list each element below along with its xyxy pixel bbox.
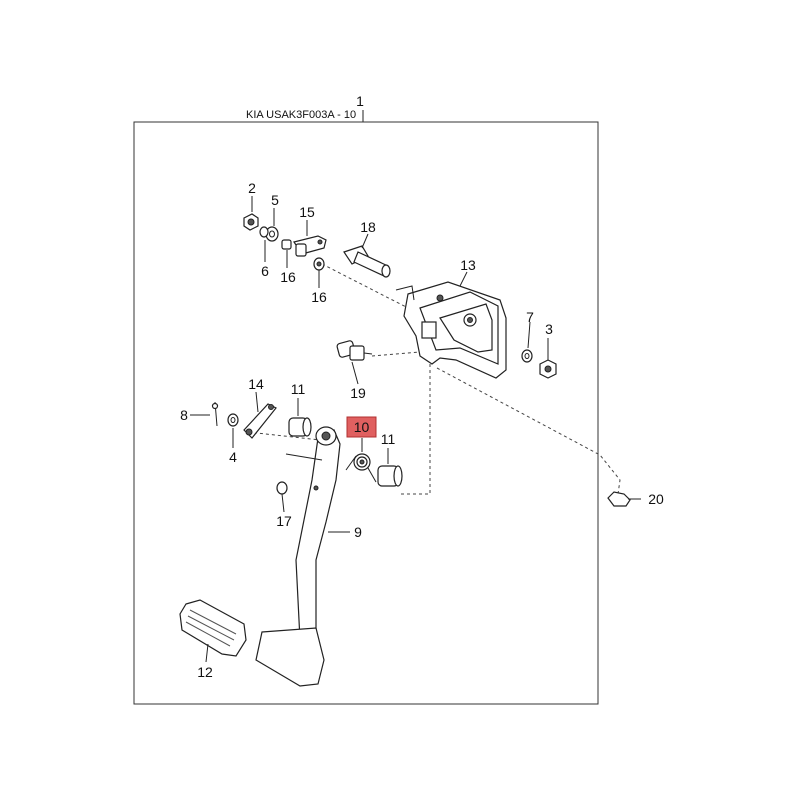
pedal-arm-9 [255,426,341,687]
callout-3: 3 [545,321,553,337]
callout-10: 10 [354,419,370,435]
callout-9: 9 [354,524,362,540]
bushing-16a [281,239,292,250]
callout-7: 7 [526,309,534,325]
bushing-6 [259,226,269,238]
callout-16: 16 [280,269,296,285]
leader-lines [190,196,641,663]
pivot-bolt-18 [343,245,391,278]
assembly-guide-line [247,431,321,441]
clip-20 [607,491,631,507]
assembly-guide-line [321,263,413,311]
washer-4 [227,413,239,427]
callout-6: 6 [261,263,269,279]
washer-5 [265,226,279,242]
bushing-11b [377,465,403,487]
link-plate-14 [243,403,277,439]
callout-17: 17 [276,513,292,529]
callout-2: 2 [248,180,256,196]
pedal-pad-12 [179,599,247,657]
diagram-caption: KIA USAK3F003A - 10 [246,109,356,121]
return-spring-10 [345,453,377,483]
callout-20: 20 [648,491,664,507]
callout-16: 16 [311,289,327,305]
callout-10-highlight: 10 [346,416,377,438]
callout-18: 18 [360,219,376,235]
nut-3 [539,359,557,379]
callout-11: 11 [381,431,396,447]
bushing-16b [313,257,325,271]
callout-4: 4 [229,449,237,465]
pedal-bracket-13 [395,281,507,379]
callout-13: 13 [460,257,476,273]
assembly-number: 1 [356,93,364,109]
clevis-pin-8 [211,401,219,427]
stopper-17 [276,481,288,495]
callout-5: 5 [271,192,279,208]
bracket-15 [293,235,327,257]
callout-12: 12 [197,664,213,680]
callout-15: 15 [299,204,315,220]
callout-11: 11 [291,381,306,397]
stop-lamp-switch-19 [336,340,373,361]
assembly-guide-line [371,351,421,357]
bushing-11a [288,417,312,437]
assembly-guide-line [400,364,431,495]
washer-7 [521,349,533,363]
assembly-guide-line [436,367,621,495]
nut-2 [243,213,259,231]
diagram-frame [133,121,599,705]
callout-8: 8 [180,407,188,423]
callout-19: 19 [350,385,366,401]
callout-14: 14 [248,376,264,392]
